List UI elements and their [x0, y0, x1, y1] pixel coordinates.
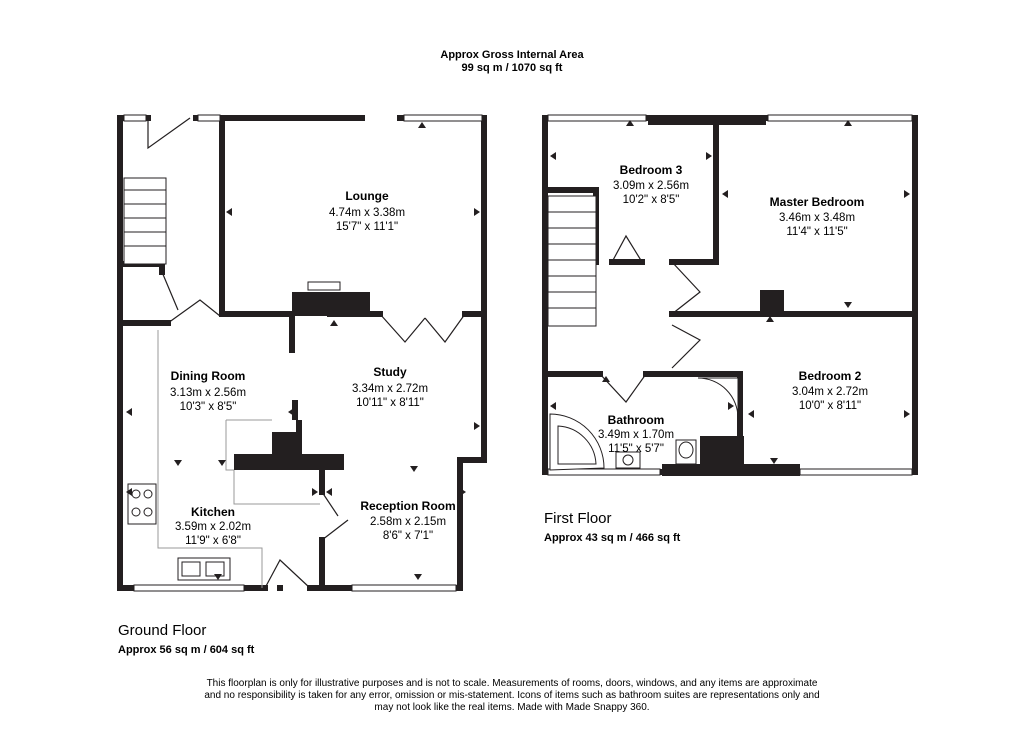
first-floor-name: First Floor: [544, 510, 612, 527]
bedroom3-imperial: 10'2" x 8'5": [623, 194, 680, 206]
bedroom3-window-wall: [648, 115, 766, 125]
first-floor-area: Approx 43 sq m / 466 sq ft: [544, 532, 681, 544]
bathroom-imperial: 11'5" x 5'7": [608, 443, 664, 455]
dining-imperial: 10'3" x 8'5": [180, 401, 237, 413]
disclaimer: This floorplan is only for illustrative …: [180, 678, 844, 714]
shower-tray-icon: [697, 377, 739, 419]
bedroom3-metric: 3.09m x 2.56m: [613, 180, 689, 192]
kitchen-study-partition: [234, 454, 344, 470]
chimney-breast-first: [760, 290, 784, 316]
ground-floor-area: Approx 56 sq m / 604 sq ft: [118, 644, 255, 656]
master-bedroom-name: Master Bedroom: [770, 195, 865, 209]
lounge-imperial: 15'7" x 11'1": [336, 221, 398, 233]
disclaimer-line-1: This floorplan is only for illustrative …: [206, 678, 818, 689]
master-bedroom-imperial: 11'4" x 11'5": [786, 226, 847, 238]
reception-imperial: 8'6" x 7'1": [383, 530, 433, 542]
bedroom2-metric: 3.04m x 2.72m: [792, 386, 868, 398]
dining-metric: 3.13m x 2.56m: [170, 387, 246, 399]
fireplace-icon: [307, 281, 341, 291]
study-imperial: 10'11" x 8'11": [356, 397, 424, 409]
kitchen-imperial: 11'9" x 6'8": [185, 535, 241, 547]
bathroom-bottom-wall: [662, 464, 800, 476]
first-stairs: [547, 195, 597, 327]
study-name: Study: [373, 365, 407, 379]
ground-stairs: [123, 177, 167, 265]
lounge-metric: 4.74m x 3.38m: [329, 207, 405, 219]
gross-area-title: Approx Gross Internal Area: [440, 49, 584, 61]
chimney-breast-ground: [292, 292, 370, 316]
study-metric: 3.34m x 2.72m: [352, 383, 428, 395]
hob-icon: [127, 483, 157, 525]
disclaimer-line-2: and no responsibility is taken for any e…: [204, 690, 820, 701]
bedroom3-name: Bedroom 3: [620, 163, 683, 177]
dining-name: Dining Room: [171, 369, 246, 383]
bedroom2-imperial: 10'0" x 8'11": [799, 400, 861, 412]
bathroom-metric: 3.49m x 1.70m: [598, 429, 674, 441]
lounge-name: Lounge: [345, 189, 389, 203]
kitchen-metric: 3.59m x 2.02m: [175, 521, 251, 533]
master-bedroom-metric: 3.46m x 3.48m: [779, 212, 855, 224]
reception-metric: 2.58m x 2.15m: [370, 516, 446, 528]
ground-floor-name: Ground Floor: [118, 622, 207, 639]
reception-name: Reception Room: [360, 499, 455, 513]
disclaimer-line-3: may not look like the real items. Made w…: [374, 702, 650, 713]
gross-area-value: 99 sq m / 1070 sq ft: [461, 62, 563, 74]
kitchen-name: Kitchen: [191, 505, 235, 519]
bathroom-name: Bathroom: [608, 413, 665, 427]
first-floor-walls: [542, 115, 918, 475]
bedroom2-name: Bedroom 2: [799, 369, 862, 383]
